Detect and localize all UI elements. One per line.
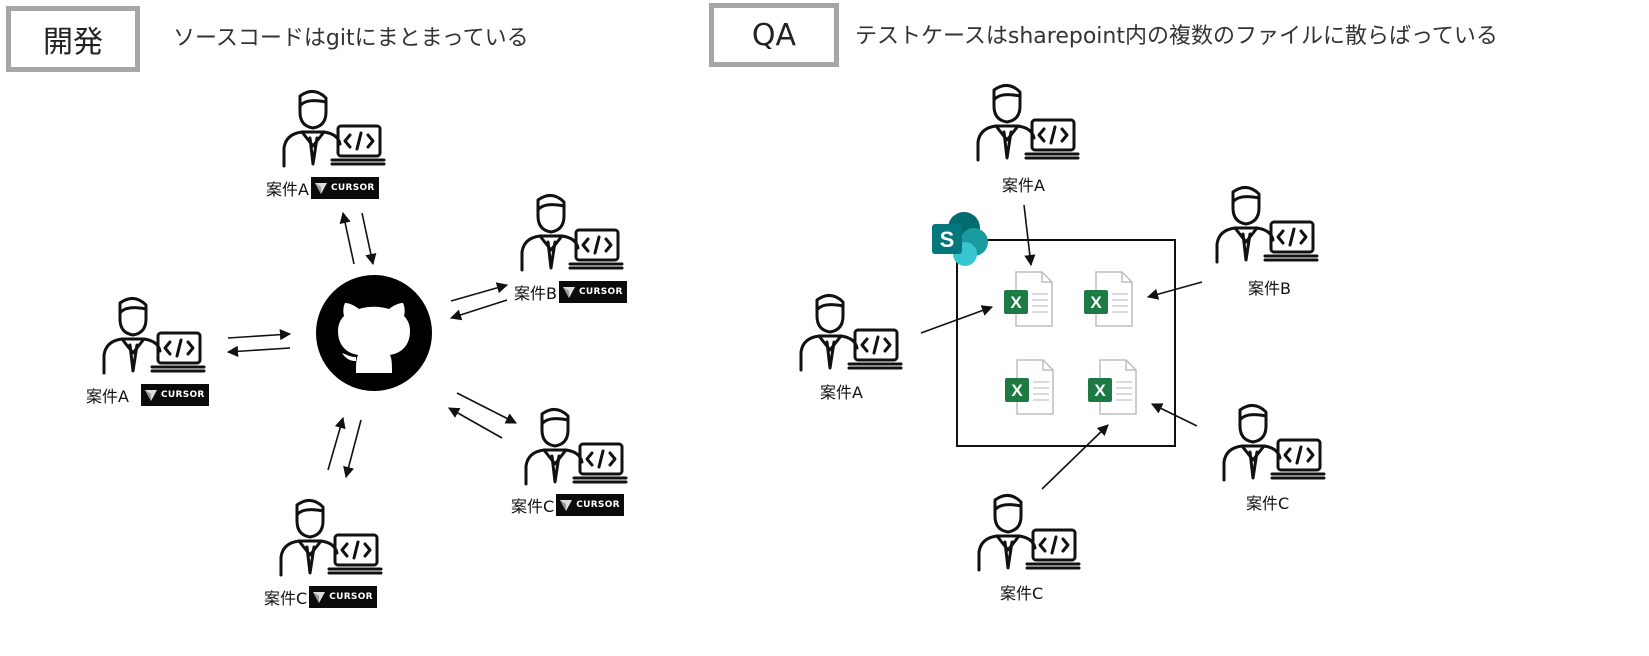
excel-file-icon-3: X bbox=[1005, 359, 1054, 415]
arrow-qa-top bbox=[1023, 204, 1036, 267]
qa-tag-label: QA bbox=[751, 17, 797, 53]
arrow-qa-right-top bbox=[1146, 281, 1203, 300]
qa-node-right-top: 案件B bbox=[1248, 279, 1291, 298]
arrow-qa-bottom bbox=[1041, 424, 1109, 490]
excel-badge: X bbox=[1094, 381, 1106, 400]
cursor-icon bbox=[562, 287, 575, 298]
arrow-dev-rb-out bbox=[456, 392, 517, 424]
dev-node-right-top: 案件B CURSOR bbox=[514, 280, 627, 304]
excel-badge: X bbox=[1010, 293, 1022, 312]
qa-tag-box: QA bbox=[709, 3, 839, 67]
arrow-dev-top-up bbox=[339, 211, 355, 265]
dev-person-icon-top bbox=[282, 90, 386, 168]
qa-person-icon-left bbox=[799, 294, 903, 372]
dev-person-icon-bottom bbox=[279, 499, 383, 577]
cursor-badge: CURSOR bbox=[556, 494, 624, 516]
cursor-icon bbox=[313, 592, 326, 603]
sharepoint-container bbox=[956, 239, 1176, 447]
arrow-dev-rt-out bbox=[450, 282, 509, 302]
github-icon bbox=[316, 275, 432, 391]
cursor-icon bbox=[560, 500, 573, 511]
qa-person-icon-right-top bbox=[1215, 186, 1319, 264]
dev-node-bottom: 案件C CURSOR bbox=[264, 585, 377, 609]
excel-file-icon-1: X bbox=[1004, 271, 1053, 327]
arrow-qa-left bbox=[920, 305, 994, 334]
dev-person-icon-left bbox=[102, 297, 206, 375]
dev-person-icon-right-top bbox=[520, 194, 624, 272]
qa-node-top: 案件A bbox=[1002, 176, 1045, 195]
dev-tag-box: 開発 bbox=[6, 6, 140, 72]
cursor-badge: CURSOR bbox=[310, 177, 379, 199]
arrow-dev-left-out bbox=[226, 345, 291, 357]
arrow-dev-bottom-up bbox=[327, 416, 346, 471]
arrow-dev-left-in bbox=[227, 329, 292, 341]
arrow-dev-rb-in bbox=[448, 407, 503, 439]
arrow-dev-rt-in bbox=[449, 299, 508, 321]
qa-node-left: 案件A bbox=[820, 383, 863, 402]
sharepoint-icon: S bbox=[932, 212, 988, 266]
dev-node-right-bottom: 案件C CURSOR bbox=[511, 493, 624, 517]
arrow-dev-top-down bbox=[361, 212, 377, 266]
cursor-icon bbox=[314, 183, 327, 194]
dev-description: ソースコードはgitにまとまっている bbox=[173, 26, 529, 51]
cursor-icon bbox=[144, 390, 157, 401]
cursor-badge: CURSOR bbox=[309, 586, 377, 608]
qa-node-bottom: 案件C bbox=[1000, 584, 1044, 603]
excel-badge: X bbox=[1090, 293, 1102, 312]
dev-node-top: 案件A CURSOR bbox=[266, 176, 379, 200]
cursor-badge: CURSOR bbox=[140, 384, 209, 406]
excel-file-icon-4: X bbox=[1088, 359, 1137, 415]
qa-node-right-bottom: 案件C bbox=[1246, 494, 1290, 513]
excel-badge: X bbox=[1011, 381, 1023, 400]
cursor-badge: CURSOR bbox=[558, 281, 627, 303]
qa-description: テストケースはsharepoint内の複数のファイルに散らばっている bbox=[855, 24, 1498, 49]
sharepoint-letter: S bbox=[940, 227, 955, 252]
qa-person-icon-right-bottom bbox=[1222, 404, 1326, 482]
arrow-qa-right-bottom bbox=[1150, 403, 1198, 427]
qa-person-icon-top bbox=[976, 84, 1080, 162]
dev-tag-label: 開発 bbox=[43, 25, 103, 60]
dev-node-left: 案件A CURSOR bbox=[86, 383, 209, 407]
qa-person-icon-bottom bbox=[977, 494, 1081, 572]
excel-file-icon-2: X bbox=[1084, 271, 1133, 327]
arrow-dev-bottom-down bbox=[343, 419, 362, 479]
dev-person-icon-right-bottom bbox=[524, 408, 628, 486]
